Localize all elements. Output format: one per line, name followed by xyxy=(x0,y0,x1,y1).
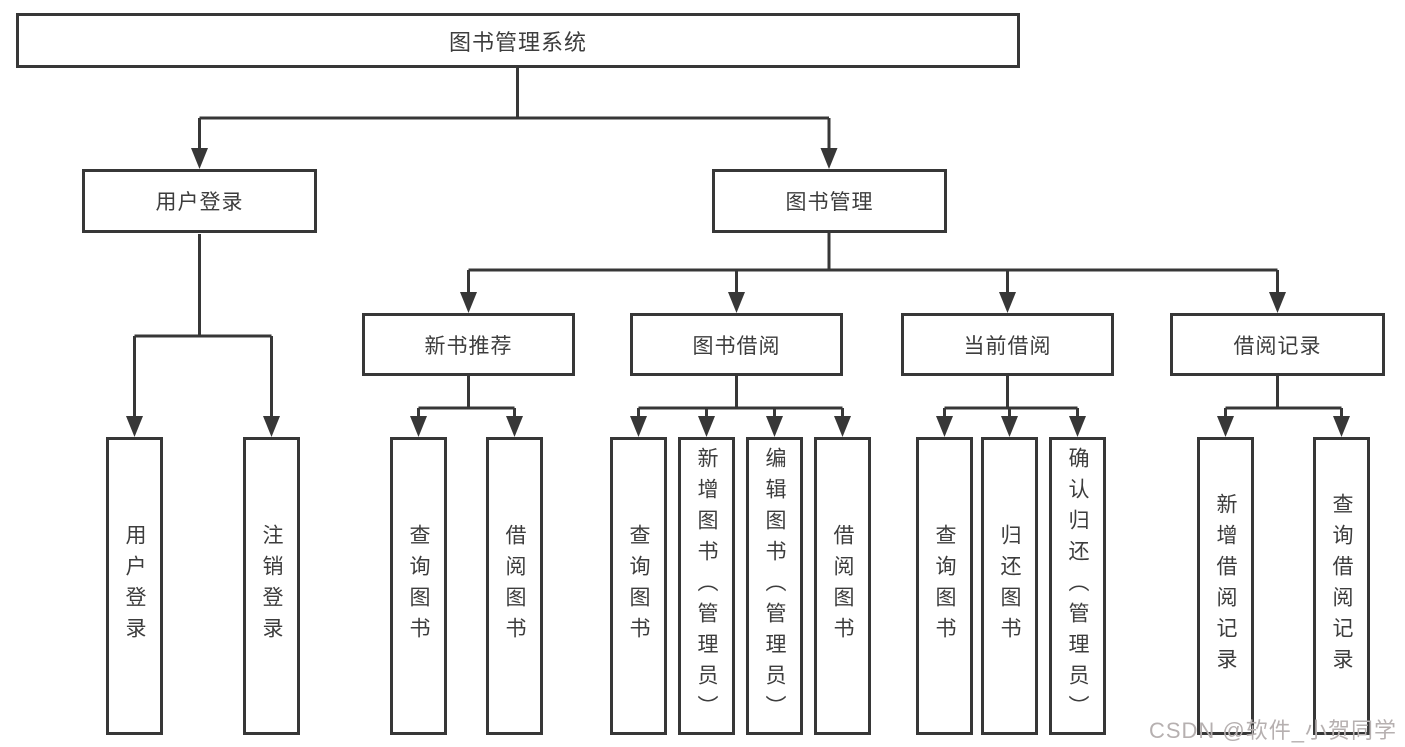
node-root-label: 图书管理系统 xyxy=(448,29,587,55)
edge-root-to-level2 xyxy=(198,68,831,153)
node-current-borrow-label: 当前借阅 xyxy=(963,334,1052,358)
node-book-borrow-label: 图书借阅 xyxy=(692,334,781,358)
leaf-query-books-2: 查询图书 xyxy=(610,437,667,735)
leaf-query-borrow-record-label: 查询借阅记录 xyxy=(1330,493,1353,679)
leaf-add-borrow-record: 新增借阅记录 xyxy=(1197,437,1254,735)
node-root: 图书管理系统 xyxy=(16,13,1020,68)
node-current-borrow: 当前借阅 xyxy=(901,313,1114,376)
leaf-return-book-label: 归还图书 xyxy=(998,524,1021,648)
leaf-logout: 注销登录 xyxy=(243,437,300,735)
leaf-add-book-admin-label: 新增图书（管理员） xyxy=(695,446,718,726)
leaf-borrow-books-2: 借阅图书 xyxy=(814,437,871,735)
leaf-return-book: 归还图书 xyxy=(981,437,1038,735)
leaf-borrow-books-2-label: 借阅图书 xyxy=(831,524,854,648)
node-new-book-recommend-label: 新书推荐 xyxy=(424,334,513,358)
edge-currentborrow-to-leaves xyxy=(943,376,1079,422)
edge-newbook-to-leaves xyxy=(417,376,516,422)
leaf-query-books-2-label: 查询图书 xyxy=(627,524,650,648)
leaf-borrow-books-1-label: 借阅图书 xyxy=(503,524,526,648)
leaf-query-books-3-label: 查询图书 xyxy=(933,524,956,648)
leaf-query-books-1-label: 查询图书 xyxy=(407,524,430,648)
node-new-book-recommend: 新书推荐 xyxy=(362,313,575,376)
csdn-watermark: CSDN @软件_小贺同学 xyxy=(1148,718,1397,743)
node-book-borrow: 图书借阅 xyxy=(630,313,843,376)
leaf-confirm-return-admin-label: 确认归还（管理员） xyxy=(1066,446,1089,726)
node-borrow-records: 借阅记录 xyxy=(1170,313,1385,376)
leaf-confirm-return-admin: 确认归还（管理员） xyxy=(1049,437,1106,735)
node-user-login-label: 用户登录 xyxy=(155,191,244,214)
leaf-edit-book-admin: 编辑图书（管理员） xyxy=(746,437,803,735)
leaf-add-borrow-record-label: 新增借阅记录 xyxy=(1214,493,1237,679)
edge-bookmgmt-to-level3 xyxy=(467,233,1279,298)
leaf-user-login-label: 用户登录 xyxy=(123,524,146,648)
edge-borrowrecords-to-leaves xyxy=(1224,376,1343,422)
leaf-borrow-books-1: 借阅图书 xyxy=(486,437,543,735)
leaf-query-books-3: 查询图书 xyxy=(916,437,973,735)
edge-userlogin-to-leaves xyxy=(133,234,273,422)
leaf-query-books-1: 查询图书 xyxy=(390,437,447,735)
node-book-management-label: 图书管理 xyxy=(785,191,874,214)
leaf-user-login: 用户登录 xyxy=(106,437,163,735)
leaf-edit-book-admin-label: 编辑图书（管理员） xyxy=(763,446,786,726)
leaf-logout-label: 注销登录 xyxy=(260,524,283,648)
node-user-login: 用户登录 xyxy=(82,169,317,233)
leaf-query-borrow-record: 查询借阅记录 xyxy=(1313,437,1370,735)
leaf-add-book-admin: 新增图书（管理员） xyxy=(678,437,735,735)
node-borrow-records-label: 借阅记录 xyxy=(1233,334,1322,358)
node-book-management: 图书管理 xyxy=(712,169,947,233)
edge-bookborrow-to-leaves xyxy=(637,376,844,422)
